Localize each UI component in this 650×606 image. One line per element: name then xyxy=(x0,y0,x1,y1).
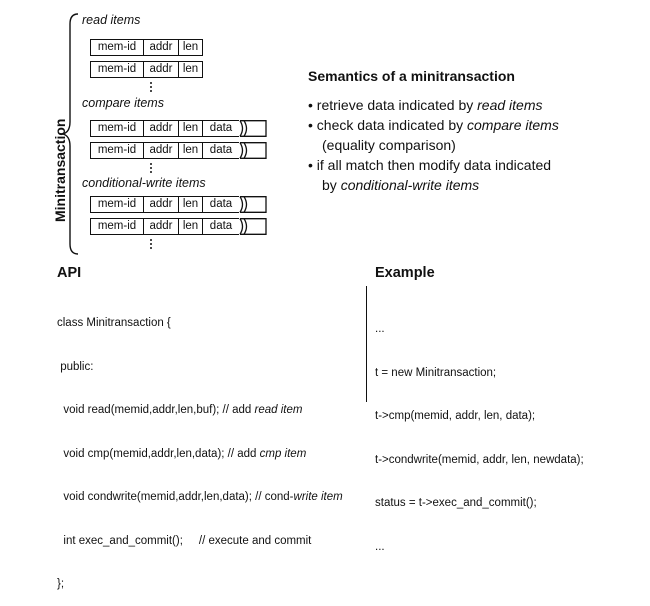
read-item-row: mem-id addr len xyxy=(90,39,203,56)
data-tail-shape xyxy=(239,196,267,213)
example-line: t = new Minitransaction; xyxy=(375,366,497,379)
mem-id-cell: mem-id xyxy=(90,142,144,159)
example-line: t->cmp(memid, addr, len, data); xyxy=(375,410,536,422)
api-line: }; xyxy=(57,578,65,590)
api-code: class Minitransaction { public: void rea… xyxy=(57,287,343,606)
len-cell: len xyxy=(179,218,203,235)
data-cell: data xyxy=(203,142,239,159)
semantics-bullet-2: • check data indicated by compare items xyxy=(308,117,559,133)
data-tail-shape xyxy=(239,120,267,137)
data-tail-shape xyxy=(239,142,267,159)
ellipsis-dots xyxy=(148,239,154,251)
data-tail-shape xyxy=(239,218,267,235)
semantics-title: Semantics of a minitransaction xyxy=(308,68,515,84)
divider-line xyxy=(366,286,368,402)
api-line: public: xyxy=(57,360,94,373)
semantics-list: • retrieve data indicated by read items … xyxy=(308,95,559,195)
mem-id-cell: mem-id xyxy=(90,196,144,213)
example-line: status = t->exec_and_commit(); xyxy=(375,497,537,509)
minitransaction-label: Minitransaction xyxy=(52,118,68,222)
semantics-bullet-3: • if all match then modify data indicate… xyxy=(308,157,552,173)
read-items-label: read items xyxy=(82,13,141,27)
data-cell: data xyxy=(203,196,239,213)
condwrite-item-row: mem-id addr len data xyxy=(90,196,267,213)
len-cell: len xyxy=(179,196,203,213)
api-title: API xyxy=(57,265,82,281)
mem-id-cell: mem-id xyxy=(90,218,144,235)
compare-item-row: mem-id addr len data xyxy=(90,142,267,159)
len-cell: len xyxy=(179,61,203,78)
example-line: t->condwrite(memid, addr, len, newdata); xyxy=(375,453,584,466)
semantics-bullet-1: • retrieve data indicated by read items xyxy=(308,97,543,113)
len-cell: len xyxy=(179,142,203,159)
addr-cell: addr xyxy=(144,120,179,137)
mem-id-cell: mem-id xyxy=(90,61,144,78)
addr-cell: addr xyxy=(144,218,179,235)
semantics-bullet-2-cont: (equality comparison) xyxy=(322,137,456,153)
api-line: void cmp(memid,addr,len,data); // add cm… xyxy=(57,447,307,460)
example-title: Example xyxy=(375,265,435,281)
data-cell: data xyxy=(203,218,239,235)
api-line: class Minitransaction { xyxy=(57,317,171,329)
condwrite-item-row: mem-id addr len data xyxy=(90,218,267,235)
addr-cell: addr xyxy=(144,39,179,56)
api-line: void read(memid,addr,len,buf); // add re… xyxy=(57,404,303,416)
semantics-bullet-3-cont: by conditional-write items xyxy=(322,177,480,193)
addr-cell: addr xyxy=(144,196,179,213)
read-item-row: mem-id addr len xyxy=(90,61,203,78)
compare-items-label: compare items xyxy=(82,96,164,110)
mem-id-cell: mem-id xyxy=(90,39,144,56)
addr-cell: addr xyxy=(144,61,179,78)
conditional-write-items-label: conditional-write items xyxy=(82,176,206,190)
example-code: ... t = new Minitransaction; t->cmp(memi… xyxy=(375,293,584,569)
api-line: void condwrite(memid,addr,len,data); // … xyxy=(57,491,343,503)
example-line: ... xyxy=(375,540,385,553)
mem-id-cell: mem-id xyxy=(90,120,144,137)
ellipsis-dots xyxy=(148,163,154,175)
len-cell: len xyxy=(179,120,203,137)
example-line: ... xyxy=(375,323,385,335)
api-line: int exec_and_commit(); // execute and co… xyxy=(57,534,312,547)
minitransaction-brace xyxy=(60,13,79,255)
len-cell: len xyxy=(179,39,203,56)
addr-cell: addr xyxy=(144,142,179,159)
compare-item-row: mem-id addr len data xyxy=(90,120,267,137)
ellipsis-dots xyxy=(148,82,154,94)
data-cell: data xyxy=(203,120,239,137)
